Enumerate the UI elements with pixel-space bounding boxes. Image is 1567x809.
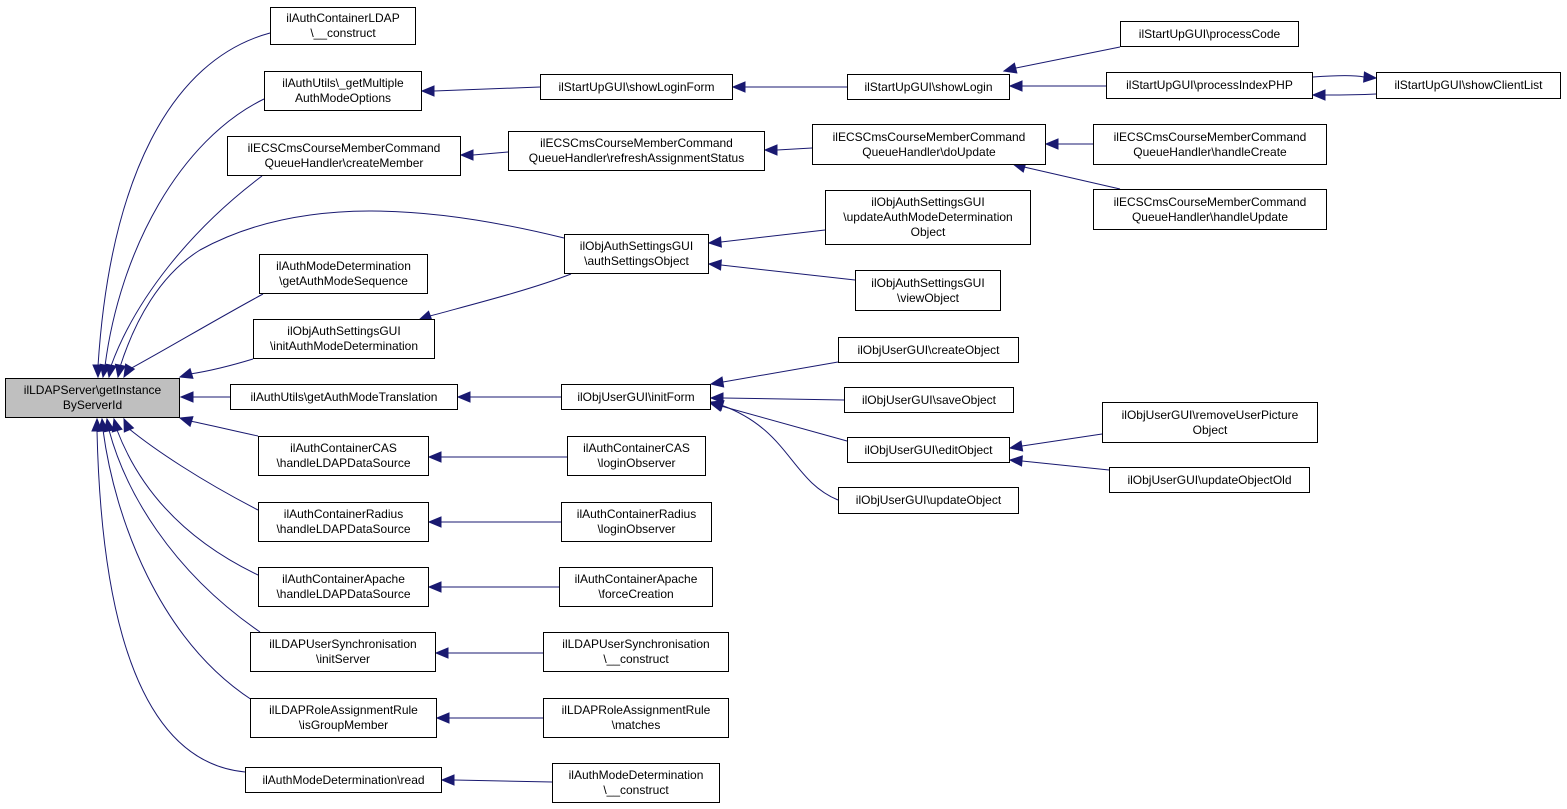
edge-cas-handle: [189, 420, 259, 437]
node-ecscms-doupdate[interactable]: ilECSCmsCourseMemberCommand QueueHandler…: [812, 124, 1046, 165]
node-objauthsettingsgui-initauthmodedetermination[interactable]: ilObjAuthSettingsGUI \initAuthModeDeterm…: [253, 319, 435, 359]
node-authcontainerradius-loginobserver[interactable]: ilAuthContainerRadius \loginObserver: [561, 502, 712, 542]
edge-apache-handle: [116, 429, 259, 576]
edge-matches-arrowhead: [435, 712, 450, 724]
node-objusergui-saveobject[interactable]: ilObjUserGUI\saveObject: [844, 387, 1014, 413]
edge-amd-seq-arrowhead: [123, 363, 136, 379]
node-objauthsettingsgui-viewobject[interactable]: ilObjAuthSettingsGUI \viewObject: [855, 270, 1001, 311]
edge-handle-create-arrowhead: [1044, 138, 1059, 150]
edge-create-member-arrowhead: [105, 363, 117, 379]
node-authutils-getmultipleauthmodeoptions[interactable]: ilAuthUtils\_getMultiple AuthModeOptions: [264, 71, 422, 111]
node-objauthsettingsgui-updateauthmodedeterminationobject[interactable]: ilObjAuthSettingsGUI \updateAuthModeDete…: [825, 190, 1031, 245]
edge-showlogin-arrowhead: [731, 81, 746, 93]
node-objauthsettingsgui-authsettingsobject[interactable]: ilObjAuthSettingsGUI \authSettingsObject: [564, 234, 709, 274]
edge-clientlist-to-pi-arrowhead: [1363, 71, 1378, 83]
node-objusergui-updateobject[interactable]: ilObjUserGUI\updateObject: [838, 487, 1019, 514]
edge-radius-handle: [127, 427, 259, 511]
edge-remove-picture: [1021, 433, 1103, 447]
edge-multi-auth: [104, 98, 265, 367]
edge-showloginform-arrowhead: [420, 85, 435, 97]
node-startupgui-showclientlist[interactable]: ilStartUpGUI\showClientList: [1376, 72, 1561, 99]
edge-clientlist-to-pi: [1312, 75, 1365, 78]
edge-apache-force-arrowhead: [427, 581, 442, 593]
edge-save-object: [722, 397, 845, 401]
edge-amd-construct-arrowhead: [440, 774, 455, 786]
edge-view-object: [720, 264, 856, 281]
edge-auth-settings-r: [119, 210, 565, 368]
node-authcontainerldap-construct[interactable]: ilAuthContainerLDAP \__construct: [270, 7, 416, 45]
edge-amd-seq: [127, 293, 264, 371]
edge-acl-construct: [97, 32, 271, 367]
edge-update-old-arrowhead: [1008, 455, 1023, 467]
edge-initform-arrowhead: [456, 391, 471, 403]
node-authcontainercas-handleldapdatasource[interactable]: ilAuthContainerCAS \handleLDAPDataSource: [258, 436, 429, 476]
node-authcontainerapache-handleldapdatasource[interactable]: ilAuthContainerApache \handleLDAPDataSou…: [258, 567, 429, 607]
edge-refresh-arrowhead: [459, 149, 474, 161]
edge-cas-login-arrowhead: [427, 451, 442, 463]
node-objusergui-removeuserpictureobject[interactable]: ilObjUserGUI\removeUserPicture Object: [1102, 402, 1318, 443]
edge-process-index-arrowhead: [1008, 80, 1023, 92]
edge-radius-handle-arrowhead: [123, 417, 135, 433]
edge-create-member: [110, 175, 263, 367]
node-startupgui-processindexphp[interactable]: ilStartUpGUI\processIndexPHP: [1106, 72, 1313, 99]
edge-refresh: [472, 151, 509, 156]
edge-radius-login-arrowhead: [427, 516, 442, 528]
edge-edit-object: [720, 405, 848, 442]
node-authmodedetermination-read[interactable]: ilAuthModeDetermination\read: [245, 767, 442, 793]
edge-auth-init-amd: [429, 273, 572, 317]
node-startupgui-showloginform[interactable]: ilStartUpGUI\showLoginForm: [540, 74, 733, 100]
node-ecscms-handleupdate[interactable]: ilECSCmsCourseMemberCommand QueueHandler…: [1093, 189, 1327, 230]
edge-doupdate: [776, 147, 813, 151]
edge-translation-arrowhead: [179, 391, 194, 403]
node-objusergui-updateobjectold[interactable]: ilObjUserGUI\updateObjectOld: [1109, 467, 1310, 493]
edge-update-amd-arrowhead: [707, 236, 722, 248]
node-authutils-getauthmodetranslation[interactable]: ilAuthUtils\getAuthModeTranslation: [230, 384, 458, 410]
node-authcontainerapache-forcecreation[interactable]: ilAuthContainerApache \forceCreation: [559, 567, 713, 607]
node-ldapusersynchronisation-initserver[interactable]: ilLDAPUserSynchronisation \initServer: [250, 632, 436, 672]
node-ldapusersynchronisation-construct[interactable]: ilLDAPUserSynchronisation \__construct: [543, 632, 729, 672]
edge-update-old: [1021, 460, 1110, 471]
edge-amd-read-arrowhead: [91, 417, 103, 432]
edge-view-object-arrowhead: [707, 259, 722, 271]
edge-amd-construct: [453, 779, 553, 783]
edge-handle-update: [1023, 166, 1121, 190]
edge-pi-to-clientlist: [1324, 93, 1377, 96]
edge-process-code-arrowhead: [1002, 62, 1018, 74]
edge-sync-init: [108, 429, 261, 633]
edge-is-group: [102, 429, 253, 701]
node-ldapserver-getinstancebyserverid: ilLDAPServer\getInstance ByServerId: [5, 378, 180, 418]
node-objusergui-editobject[interactable]: ilObjUserGUI\editObject: [847, 437, 1010, 463]
node-authmodedetermination-construct[interactable]: ilAuthModeDetermination \__construct: [552, 763, 720, 803]
node-authcontainerradius-handleldapdatasource[interactable]: ilAuthContainerRadius \handleLDAPDataSou…: [258, 502, 429, 542]
edge-amd-read: [96, 430, 246, 773]
edge-pi-to-clientlist-arrowhead: [1311, 89, 1326, 101]
edge-process-code: [1015, 46, 1121, 69]
edge-showloginform: [433, 86, 541, 92]
edge-update-amd: [720, 229, 826, 243]
node-ldaproleassignmentrule-matches[interactable]: ilLDAPRoleAssignmentRule \matches: [543, 698, 729, 738]
node-objusergui-createobject[interactable]: ilObjUserGUI\createObject: [838, 337, 1019, 363]
node-ldaproleassignmentrule-isgroupmember[interactable]: ilLDAPRoleAssignmentRule \isGroupMember: [250, 698, 437, 738]
edge-remove-picture-arrowhead: [1008, 440, 1024, 452]
node-ecscms-handlecreate[interactable]: ilECSCmsCourseMemberCommand QueueHandler…: [1093, 124, 1327, 165]
edge-create-object-arrowhead: [709, 376, 725, 388]
edge-update-object: [720, 404, 839, 501]
edge-create-object: [722, 361, 839, 383]
edge-amd-seq-tail: [127, 366, 131, 371]
node-objusergui-initform[interactable]: ilObjUserGUI\initForm: [561, 384, 711, 410]
edge-save-object-arrowhead: [709, 392, 724, 404]
node-authcontainercas-loginobserver[interactable]: ilAuthContainerCAS \loginObserver: [567, 436, 706, 476]
node-ecscms-refreshassignmentstatus[interactable]: ilECSCmsCourseMemberCommand QueueHandler…: [508, 131, 765, 171]
edge-radius-handle-tail: [127, 427, 130, 431]
edge-doupdate-arrowhead: [763, 144, 778, 156]
node-ecscms-createmember[interactable]: ilECSCmsCourseMemberCommand QueueHandler…: [227, 136, 461, 176]
node-startupgui-processcode[interactable]: ilStartUpGUI\processCode: [1120, 21, 1299, 47]
node-startupgui-showlogin[interactable]: ilStartUpGUI\showLogin: [847, 74, 1010, 100]
edge-sync-construct-arrowhead: [434, 647, 449, 659]
edge-init-amd: [189, 358, 254, 375]
node-authmodedetermination-getauthmodesequence[interactable]: ilAuthModeDetermination \getAuthModeSequ…: [259, 254, 428, 294]
